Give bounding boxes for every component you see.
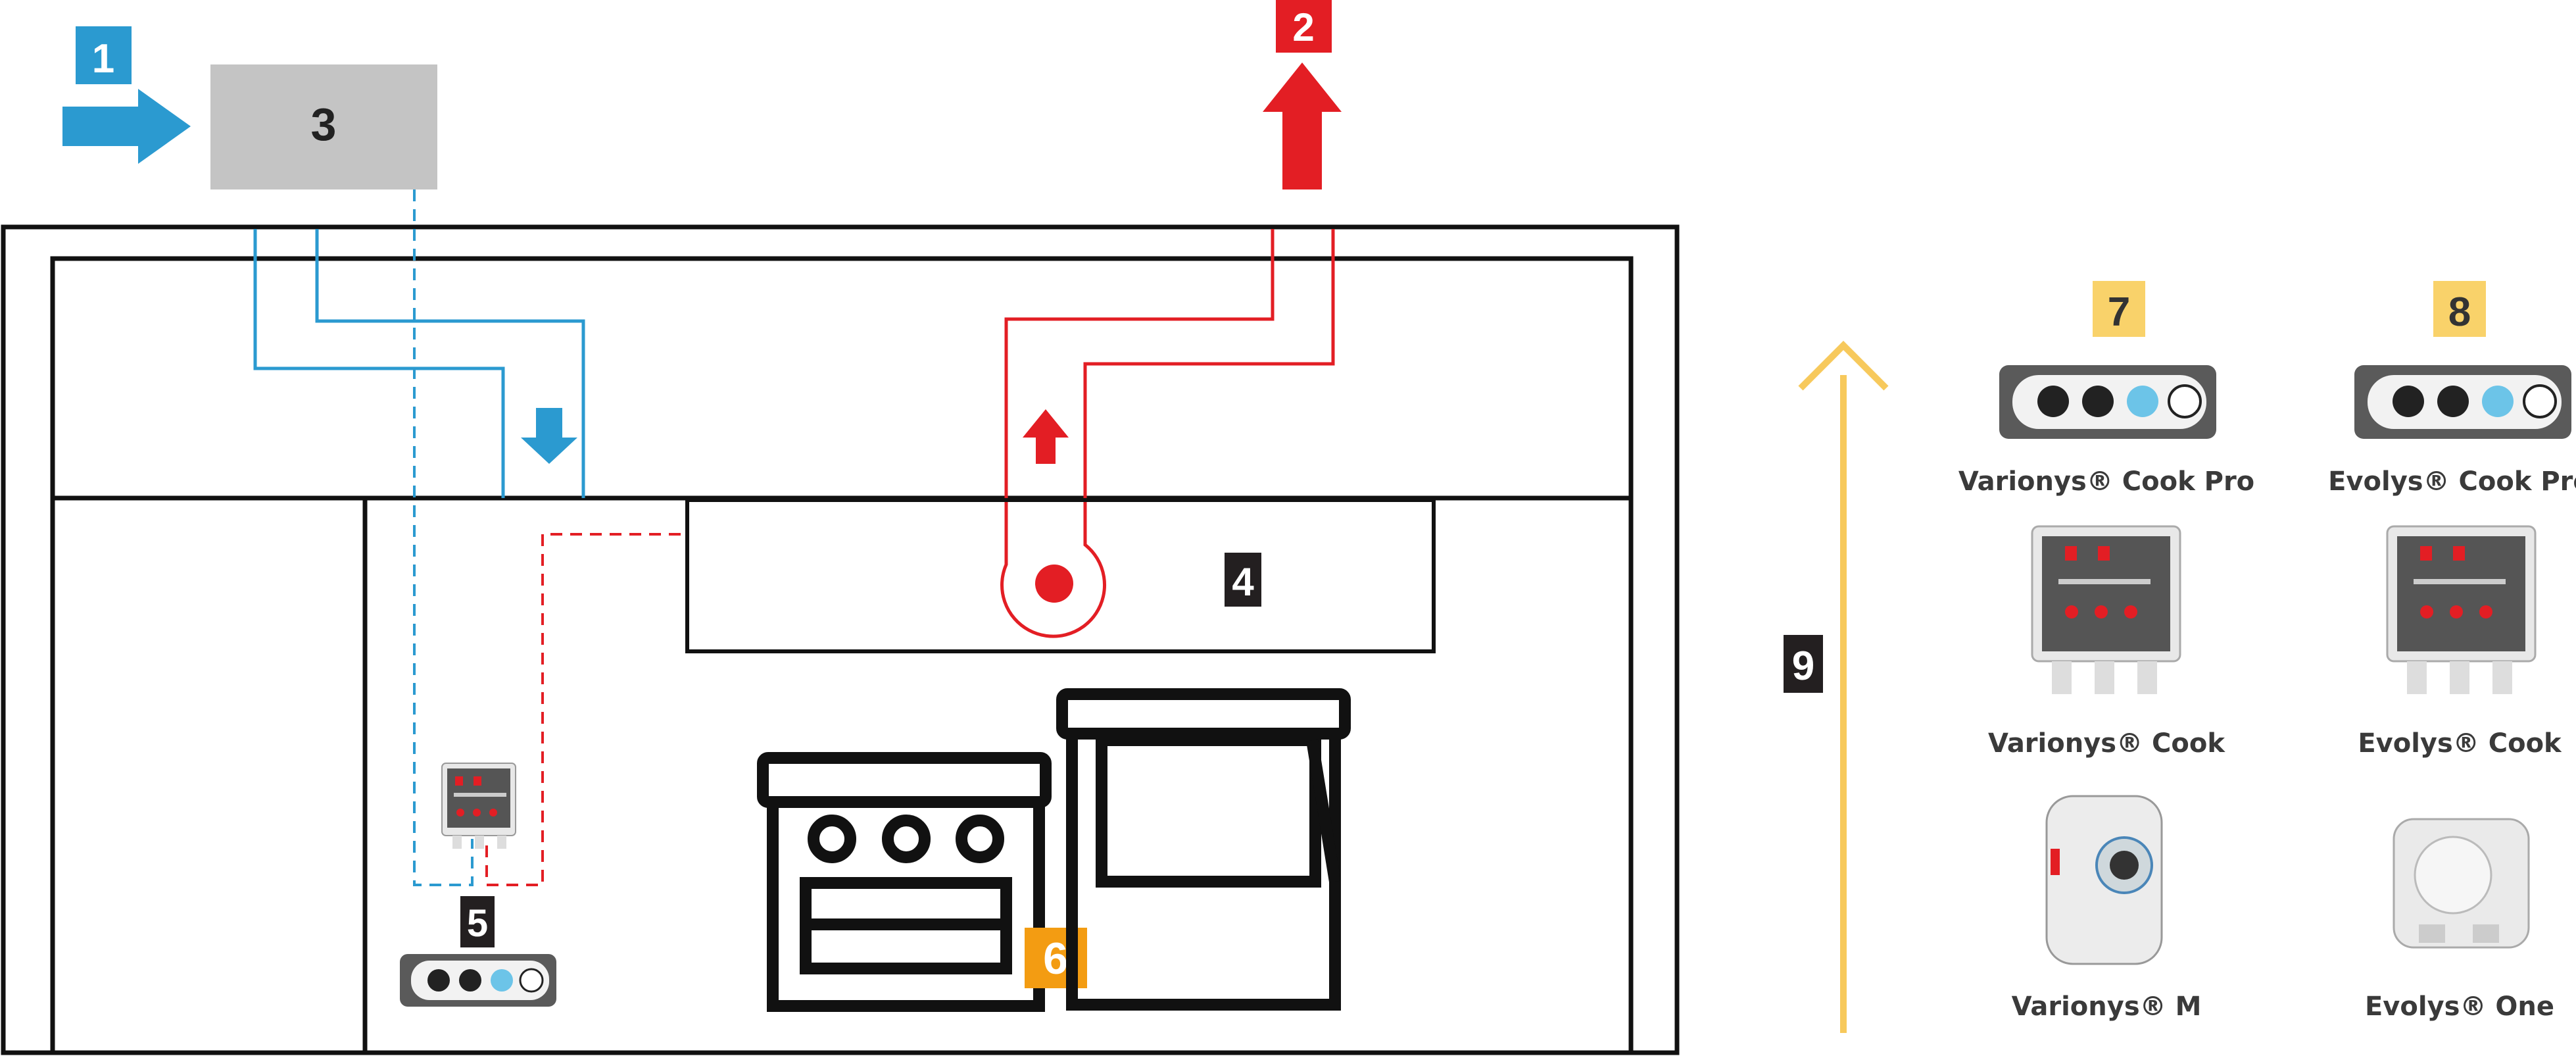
unit-label: 3 bbox=[311, 99, 337, 150]
controller-badge: 5 bbox=[460, 896, 495, 947]
supply-duct bbox=[253, 229, 585, 498]
hood-badge-label: 4 bbox=[1232, 560, 1254, 604]
extract-signal-line bbox=[485, 533, 681, 886]
product-variorys-cook: Varionys® Cook bbox=[1988, 728, 2225, 759]
extract-inlet-dot bbox=[1035, 565, 1073, 603]
cooking-badge-label: 6 bbox=[1043, 934, 1068, 984]
arrow-up-icon bbox=[1263, 63, 1342, 189]
controller-badge-label: 5 bbox=[467, 902, 488, 945]
extract-badge: 2 bbox=[1276, 0, 1332, 53]
col-a-badge: 7 bbox=[2093, 281, 2145, 337]
arrow-right-icon bbox=[62, 89, 191, 164]
arrow-up-icon bbox=[1798, 340, 1889, 391]
arrow-up-icon bbox=[1023, 409, 1069, 464]
evolys-cook-pro-device bbox=[2354, 365, 2571, 439]
range-badge-label: 9 bbox=[1792, 643, 1814, 689]
evolys-cook-device bbox=[2386, 525, 2537, 694]
col-b-badge-label: 8 bbox=[2448, 289, 2471, 335]
supply-badge: 1 bbox=[76, 26, 132, 84]
col-a-badge-label: 7 bbox=[2108, 289, 2130, 335]
variorys-cook-device bbox=[2031, 525, 2181, 694]
evolys-one-device bbox=[2393, 818, 2530, 949]
arrow-down-icon bbox=[521, 408, 577, 464]
cooker bbox=[757, 752, 1052, 1012]
supply-signal-line bbox=[413, 189, 474, 886]
combi-oven bbox=[1056, 688, 1351, 1011]
product-evolys-cook: Evolys® Cook bbox=[2358, 728, 2562, 759]
kitchen-hood: 4 bbox=[685, 498, 1436, 653]
product-evolys-cook-pro: Evolys® Cook Pro bbox=[2328, 466, 2576, 497]
wall-controller bbox=[441, 763, 516, 849]
range-arrow: 9 bbox=[1784, 340, 1889, 1033]
col-b-badge: 8 bbox=[2433, 281, 2486, 337]
air-handling-unit: 3 bbox=[210, 64, 437, 189]
extract-badge-label: 2 bbox=[1292, 5, 1314, 49]
product-variorys-m: Varionys® M bbox=[2012, 992, 2202, 1022]
variorys-cook-pro-device bbox=[1999, 365, 2216, 439]
variorys-m-device bbox=[2045, 795, 2163, 965]
product-variorys-cook-pro: Varionys® Cook Pro bbox=[1958, 466, 2254, 497]
supply-badge-label: 1 bbox=[92, 36, 114, 82]
product-evolys-one: Evolys® One bbox=[2365, 992, 2554, 1022]
button-panel-small bbox=[400, 954, 556, 1007]
extract-duct bbox=[1000, 229, 1335, 638]
